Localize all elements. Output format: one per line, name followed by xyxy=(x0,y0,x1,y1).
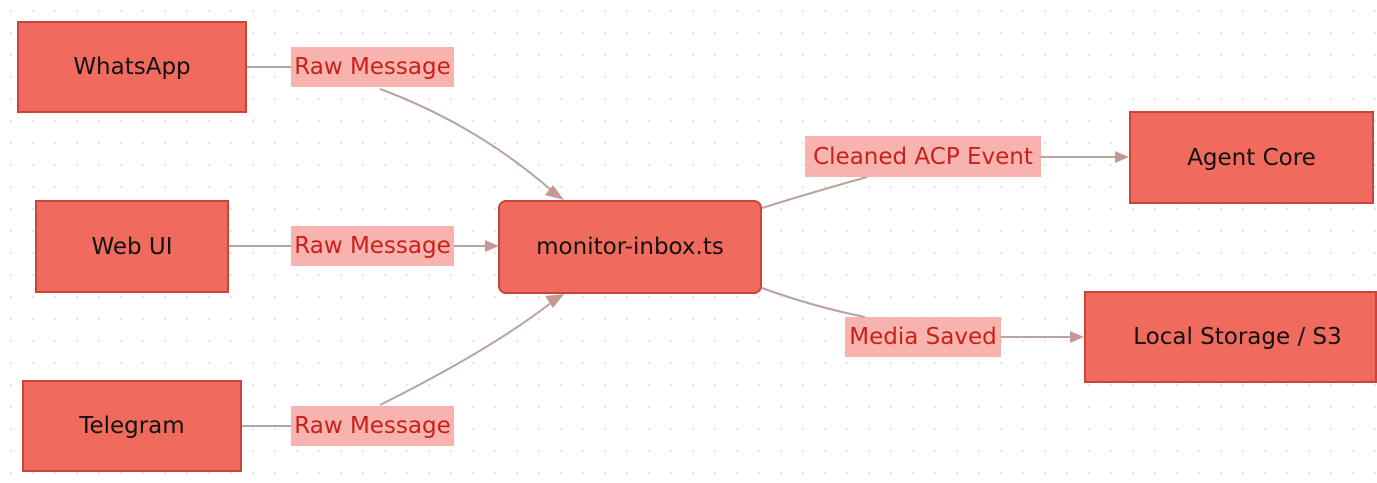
node-monitor-inbox: monitor-inbox.ts xyxy=(498,200,762,294)
edge-label-telegram: Raw Message xyxy=(291,406,454,446)
arrowhead-icon xyxy=(545,185,564,200)
edge-monitor-to-agent-core xyxy=(761,151,1129,209)
edge-label-text: Cleaned ACP Event xyxy=(813,143,1033,170)
node-label: monitor-inbox.ts xyxy=(536,234,724,260)
node-label: Web UI xyxy=(91,233,173,260)
node-label: Local Storage / S3 xyxy=(1133,324,1342,350)
node-telegram: Telegram xyxy=(22,380,242,472)
edge-label-storage: Media Saved xyxy=(845,317,1001,357)
node-label: WhatsApp xyxy=(73,54,191,80)
edge-label-text: Raw Message xyxy=(294,54,451,80)
node-local-storage: Local Storage / S3 xyxy=(1084,291,1377,383)
arrowhead-icon xyxy=(545,294,564,308)
node-label: Telegram xyxy=(79,413,185,439)
node-web-ui: Web UI xyxy=(35,200,229,293)
edge-webui-to-monitor xyxy=(229,240,499,252)
node-agent-core: Agent Core xyxy=(1129,111,1374,204)
edge-label-web-ui: Raw Message xyxy=(291,226,454,266)
edge-monitor-to-storage xyxy=(761,287,1084,343)
arrowhead-icon xyxy=(1070,331,1084,343)
edge-label-text: Raw Message xyxy=(294,233,451,259)
edge-label-text: Media Saved xyxy=(849,324,997,350)
edge-label-agent-core: Cleaned ACP Event xyxy=(805,136,1041,177)
edge-whatsapp-to-monitor xyxy=(247,66,564,200)
edge-telegram-to-monitor xyxy=(242,294,564,427)
edge-label-whatsapp: Raw Message xyxy=(291,47,454,87)
arrowhead-icon xyxy=(1115,151,1129,163)
edge-label-text: Raw Message xyxy=(294,413,451,439)
arrowhead-icon xyxy=(485,240,499,252)
node-whatsapp: WhatsApp xyxy=(17,21,247,113)
node-label: Agent Core xyxy=(1187,144,1316,171)
